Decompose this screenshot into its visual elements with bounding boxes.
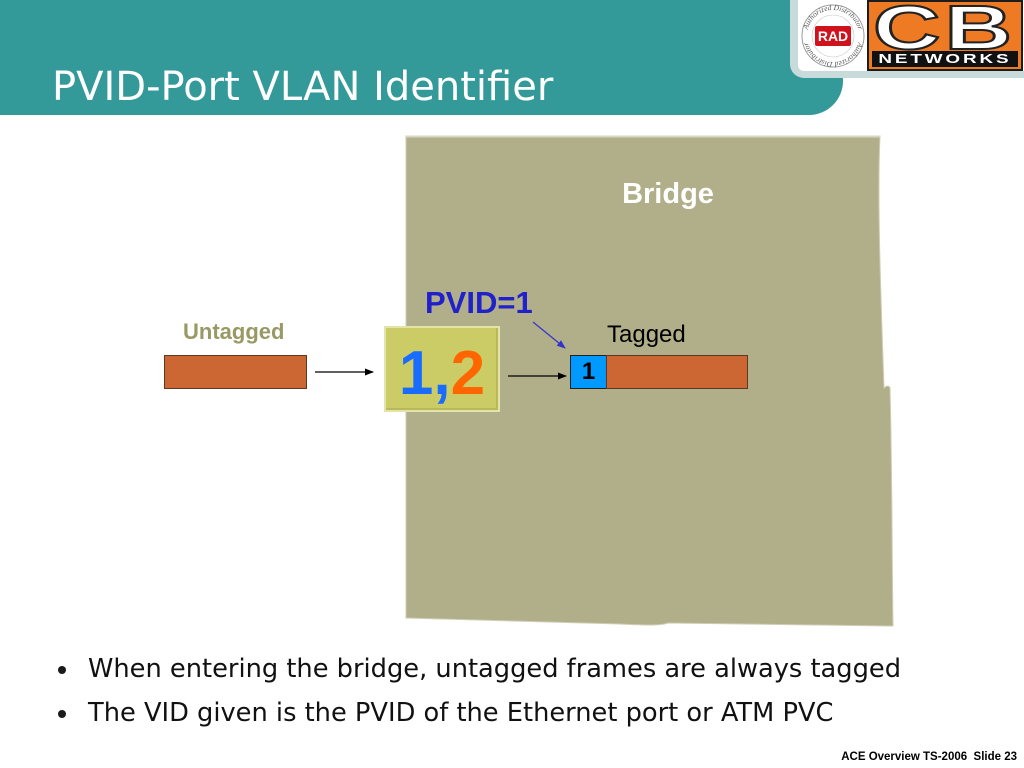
bridge-port: 1,2 [384,326,500,412]
pvid-pointer-arrow [532,321,566,349]
company-logo-name-bar: NETWORKS [872,51,1018,67]
authorized-distributor-seal: Authorized Distributor Authorized Distri… [801,3,866,69]
slide-title: PVID-Port VLAN Identifier [52,64,554,110]
pvid-label: PVID=1 [425,285,533,320]
bullet-text: When entering the bridge, untagged frame… [88,654,902,684]
port-vlan-list: 1,2 [386,343,498,405]
bullet-item: The VID given is the PVID of the Etherne… [56,698,936,728]
port-vlan-first: 1, [398,339,451,408]
rad-logo-text: RAD [818,28,848,44]
tagged-label: Tagged [607,321,686,348]
slide-footer: ACE Overview TS-2006 Slide 23 [841,751,1017,763]
company-logo: CB NETWORKS [867,0,1023,71]
bullet-dot [58,666,66,674]
port-vlan-second: 2 [450,339,486,408]
company-logo-name: NETWORKS [878,51,1012,66]
vlan-tag: 1 [570,355,607,389]
bullet-text: The VID given is the PVID of the Etherne… [88,698,834,728]
header-band [0,0,843,115]
untagged-frame [164,355,307,389]
untagged-label: Untagged [183,319,285,344]
rad-logo-badge [815,26,851,46]
bridge-label: Bridge [622,178,714,210]
arrows-layer [315,321,567,380]
bullet-item: When entering the bridge, untagged frame… [56,654,936,684]
tagged-frame-payload [606,355,748,389]
bullet-dot [58,710,66,718]
company-logo-letters: CB [872,0,1017,63]
